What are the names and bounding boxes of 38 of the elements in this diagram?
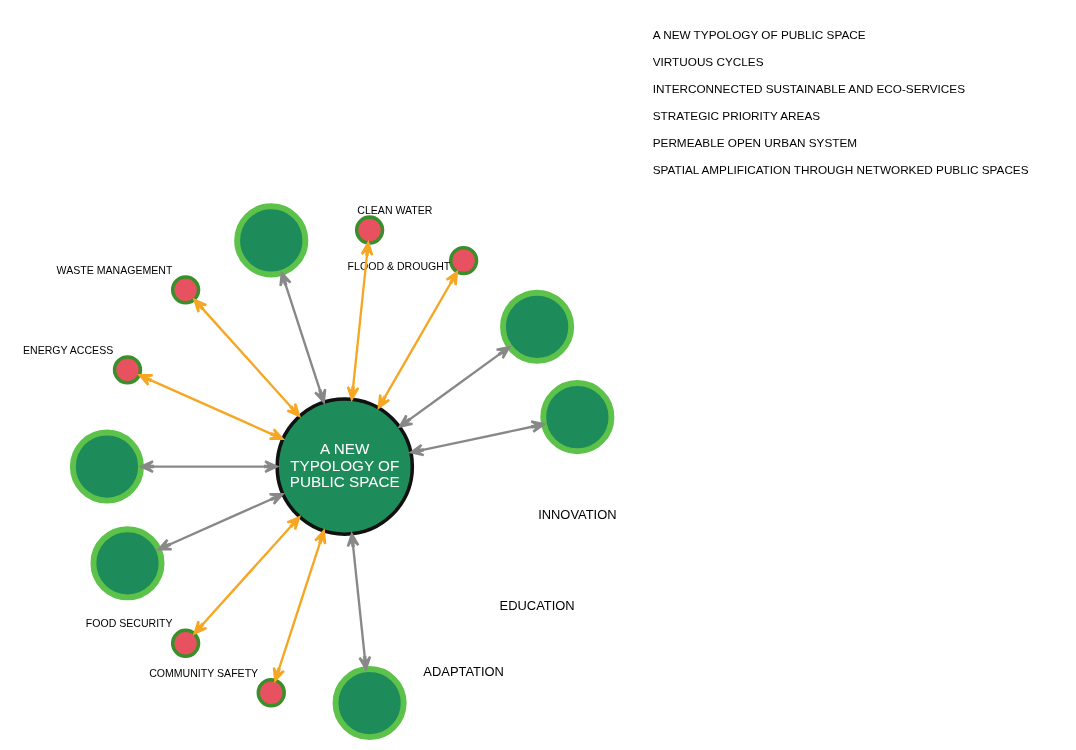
arrow [409,420,545,457]
arrow [192,298,300,418]
node-circle [499,289,574,364]
legend-label: PERMEABLE OPEN URBAN SYSTEM [652,135,857,149]
arrow [278,271,326,404]
arrow [272,529,326,682]
legend-label: INTERCONNECTED SUSTAINABLE AND ECO-SERVICES [652,81,965,95]
node-label: FOOD SECURITY [85,617,173,630]
node-label: CLEAN WATER [356,203,432,216]
legend-label: A NEW TYPOLOGY OF PUBLIC SPACE [652,27,866,41]
node-circle [448,245,478,276]
legend-label: STRATEGIC PRIORITY AREAS [652,108,820,122]
arrow [157,493,284,551]
arrow [139,460,278,474]
arrow [138,374,284,441]
legend-label: SPATIAL AMPLIFICATION THROUGH NETWORKED PUBLIC SPACES [652,162,1029,176]
node-circle [112,355,142,385]
node-label: ENERGY ACCESS [22,343,113,356]
arrow [192,516,300,635]
legend-label: VIRTUOUS CYCLES [652,54,763,68]
label: INNOVATION [537,507,617,523]
node-circle [170,275,200,305]
node-circle [332,666,407,741]
arrow [346,532,371,671]
arrow [346,241,373,401]
node-label: WASTE MANAGEMENT [56,263,172,276]
node-circle [170,628,200,658]
node-circle [89,526,164,601]
label: EDUCATION [499,597,575,613]
node-circle [354,215,384,245]
node-circle [256,678,286,708]
node-circle [539,380,614,455]
arrow [398,345,510,428]
node-circle [233,203,308,278]
node-label: COMMUNITY SAFETY [148,666,258,679]
label: ADAPTATION [422,663,504,679]
arrow [377,271,458,409]
node-circle [69,429,144,504]
